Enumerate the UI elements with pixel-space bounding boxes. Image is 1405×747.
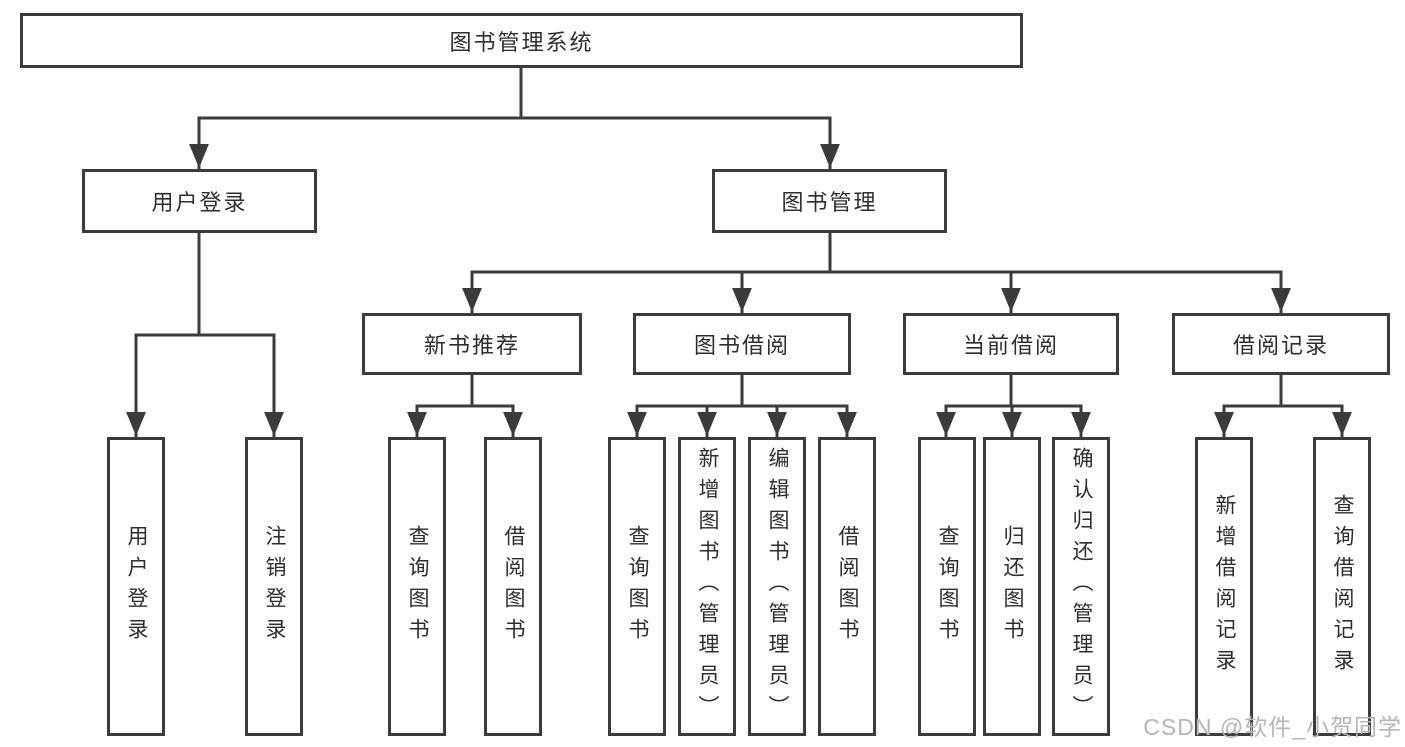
leaf-confirm-return-admin: 确认归还（管理员） bbox=[1052, 437, 1110, 736]
node-book-borrowing: 图书借阅 bbox=[633, 313, 851, 375]
leaf-logout: 注销登录 bbox=[245, 437, 303, 736]
connector-book-borrowing-children bbox=[627, 373, 857, 438]
node-root: 图书管理系统 bbox=[20, 13, 1023, 68]
leaf-edit-books-admin: 编辑图书（管理员） bbox=[748, 437, 806, 736]
leaf-borrow-books-recommend: 借阅图书 bbox=[484, 437, 542, 736]
connector-current-borrowing-children bbox=[936, 373, 1091, 438]
leaf-query-books-borrowing: 查询图书 bbox=[608, 437, 666, 736]
leaf-query-borrow-record: 查询借阅记录 bbox=[1313, 437, 1371, 736]
leaf-borrow-books-borrowing: 借阅图书 bbox=[818, 437, 876, 736]
node-borrowing-records: 借阅记录 bbox=[1172, 313, 1390, 375]
connector-book-management-children bbox=[462, 231, 1291, 314]
leaf-add-books-admin: 新增图书（管理员） bbox=[678, 437, 736, 736]
leaf-query-books-recommend: 查询图书 bbox=[388, 437, 446, 736]
leaf-return-books: 归还图书 bbox=[983, 437, 1041, 736]
node-current-borrowing: 当前借阅 bbox=[903, 313, 1119, 375]
node-book-management: 图书管理 bbox=[712, 169, 947, 233]
connector-root-to-level2 bbox=[189, 66, 840, 170]
watermark: CSDN @软件_小贺同学 bbox=[1143, 714, 1402, 740]
leaf-user-login: 用户登录 bbox=[107, 437, 165, 736]
node-user-login: 用户登录 bbox=[82, 169, 317, 233]
leaf-query-books-current: 查询图书 bbox=[918, 437, 976, 736]
connector-user-login-children bbox=[126, 231, 284, 438]
leaf-add-borrow-record: 新增借阅记录 bbox=[1195, 437, 1253, 736]
connector-borrowing-records-children bbox=[1214, 373, 1352, 438]
connector-new-book-recommend-children bbox=[407, 373, 523, 438]
node-new-book-recommend: 新书推荐 bbox=[362, 313, 582, 375]
